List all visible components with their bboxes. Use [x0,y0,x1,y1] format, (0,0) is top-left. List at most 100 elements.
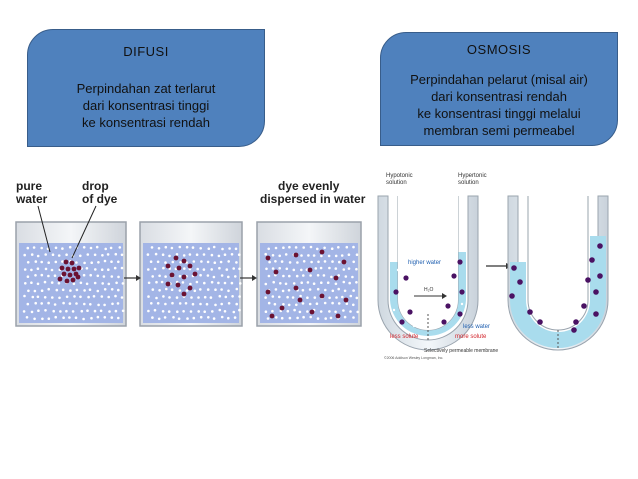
water-molecule [189,310,193,313]
water-molecule [279,282,282,285]
water-molecule [352,316,355,319]
dye-particle [192,271,198,277]
water-molecule [90,316,93,320]
water-molecule [27,289,30,293]
water-molecule [156,302,160,305]
water-molecule [230,253,234,256]
water-molecule [309,274,312,277]
water-molecule [327,254,331,258]
water-molecule [217,281,220,285]
water-molecule [288,274,291,278]
dye-particle [70,277,76,283]
water-molecule [212,245,216,249]
water-molecule [82,317,85,321]
water-molecule [274,273,277,277]
water-molecule [344,275,348,278]
water-molecule [308,302,312,306]
water-molecule [214,288,217,292]
label-drop-of-dye-line1: drop [82,179,109,193]
water-molecule [44,253,47,256]
water-molecule [199,273,202,277]
water-molecule [220,274,224,277]
water-molecule [227,316,230,320]
dye-particle [165,281,171,287]
water-molecule [79,295,82,299]
solute-particle [527,309,533,315]
water-molecule [151,316,154,319]
water-molecule [306,296,309,300]
dye-particle [279,305,285,311]
water-molecule [163,316,167,319]
water-molecule [149,260,153,264]
water-molecule [334,254,338,258]
water-molecule [454,266,458,270]
solute-particle [537,319,543,325]
water-molecule [107,268,110,272]
water-molecule [285,267,289,271]
water-molecule [239,282,242,285]
dye-particle [165,263,171,269]
solute-particle [511,265,517,271]
water-molecule [121,282,125,285]
water-molecule [33,317,36,321]
water-molecule [300,254,303,257]
water-molecule [164,245,168,249]
water-molecule [103,316,107,319]
water-molecule [103,303,106,307]
dye-particle [69,260,75,266]
water-molecule [228,247,231,250]
water-molecule [319,310,323,313]
u-tube-after-particles [509,243,603,333]
water-molecule [299,294,302,298]
water-molecule [316,247,319,251]
dye-particle [75,274,81,280]
water-molecule [323,246,326,250]
beaker-2-water-molecules [146,245,242,321]
solute-particle [593,311,599,317]
water-molecule [193,289,197,293]
water-molecule [82,246,86,249]
water-molecule [117,316,120,320]
water-molecule [36,254,40,258]
water-molecule [23,268,27,271]
water-molecule [164,302,167,306]
copyright: ©2006 Addison Wesley Longman, Inc. [384,356,443,360]
water-molecule [271,309,274,313]
water-molecule [328,296,331,300]
water-molecule [178,245,182,249]
solute-particle [445,303,451,309]
water-molecule [118,246,122,249]
water-molecule [320,254,323,258]
dye-particle [181,274,187,280]
water-molecule [355,296,359,300]
dye-particle [269,313,275,319]
water-molecule [306,281,310,284]
label-drop-of-dye-line2: of dye [82,192,118,206]
water-molecule [209,296,213,299]
water-molecule [210,268,213,271]
water-molecule [80,309,84,313]
solute-particle [393,289,399,295]
water-molecule [89,303,92,306]
water-molecule [151,275,154,278]
solute-particle [509,293,515,299]
water-molecule [199,247,202,250]
water-molecule [312,254,316,257]
water-molecule [202,268,206,271]
water-molecule [83,289,86,292]
water-molecule [265,267,268,271]
water-molecule [153,308,157,312]
water-molecule [40,302,43,305]
water-molecule [155,296,158,300]
water-molecule [335,296,338,299]
u-tube-before-particles [392,259,465,328]
water-molecule [199,302,202,306]
water-molecule [218,294,222,298]
water-molecule [355,253,359,256]
water-molecule [273,302,277,306]
water-molecule [164,261,167,264]
water-molecule [158,289,161,292]
water-molecule [167,310,171,313]
water-molecule [267,274,271,278]
water-molecule [220,302,223,306]
